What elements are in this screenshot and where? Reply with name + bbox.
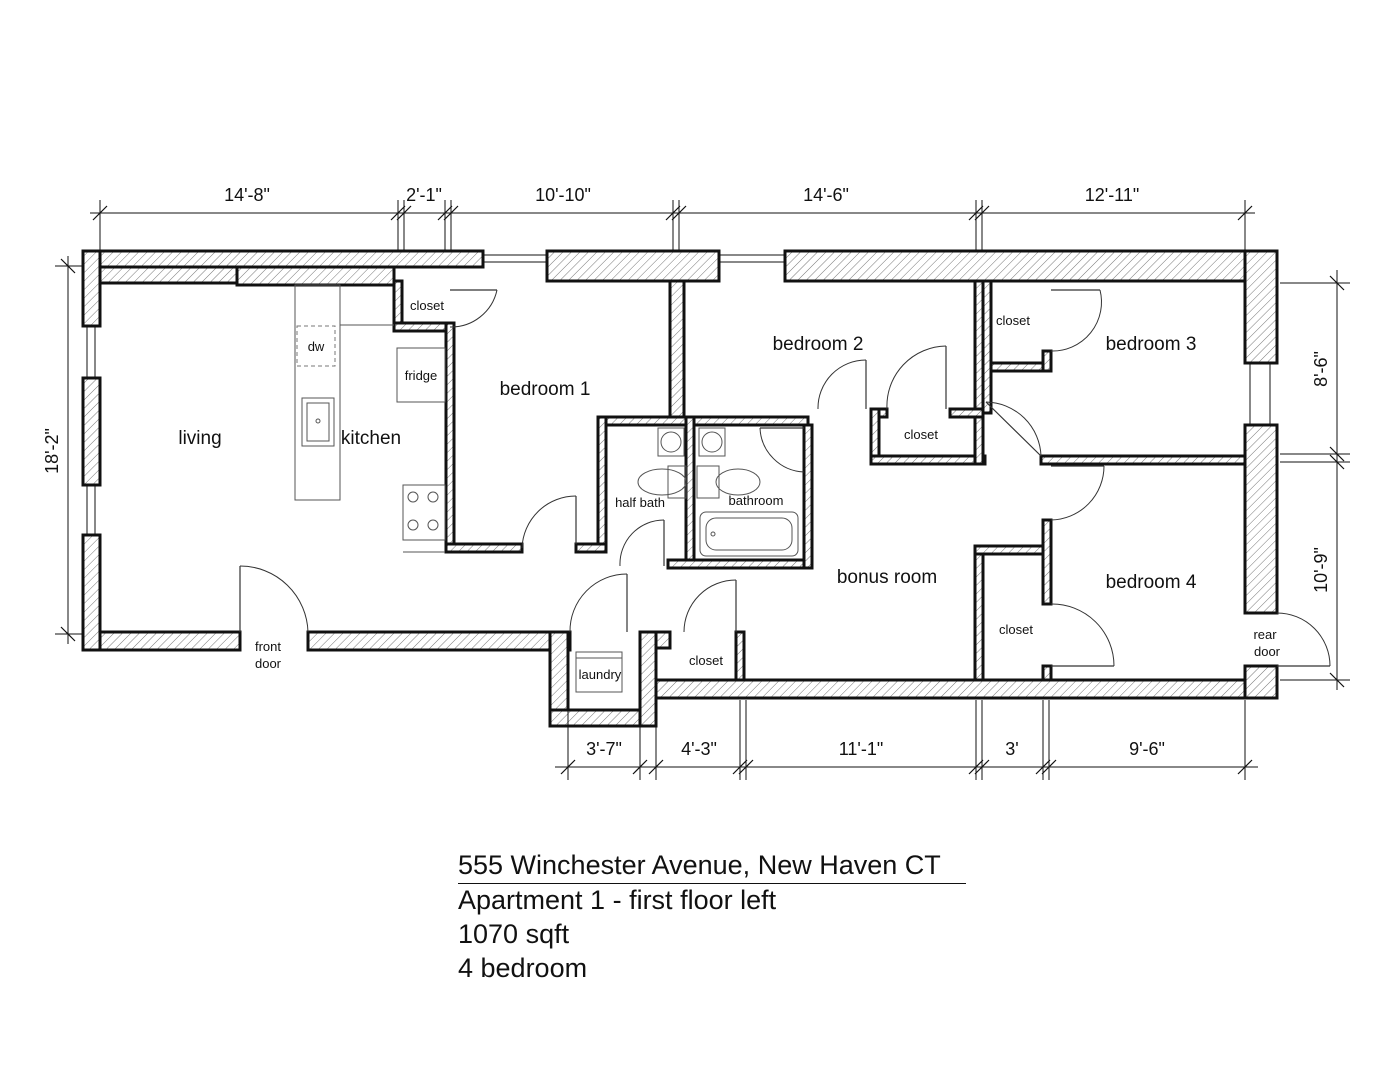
dim-left: 18'-2" bbox=[42, 428, 62, 474]
label-kitchen: kitchen bbox=[341, 428, 401, 449]
label-rear-door-1: rear bbox=[1253, 627, 1277, 642]
wall-left-top bbox=[81, 249, 102, 328]
caption-unit: Apartment 1 - first floor left bbox=[458, 885, 777, 915]
wall-top-right bbox=[783, 249, 1279, 283]
label-bonus-room: bonus room bbox=[837, 567, 937, 588]
label-closet-2: closet bbox=[996, 313, 1030, 328]
caption-area: 1070 sqft bbox=[458, 919, 570, 949]
dim-top-1: 14'-8" bbox=[224, 185, 270, 205]
dim-right-2: 10'-9" bbox=[1311, 547, 1331, 593]
wall-closet5-top bbox=[654, 630, 672, 650]
kitchen-sink bbox=[301, 397, 335, 447]
label-half-bath: half bath bbox=[615, 495, 665, 510]
dim-top-4: 14'-6" bbox=[803, 185, 849, 205]
wall-bottom-right bbox=[654, 678, 1279, 700]
label-fridge: fridge bbox=[405, 368, 438, 383]
interior-walls bbox=[392, 279, 1247, 682]
label-laundry: laundry bbox=[579, 667, 622, 682]
label-closet-4: closet bbox=[999, 622, 1033, 637]
dim-right-1: 8'-6" bbox=[1311, 351, 1331, 387]
dim-bottom-4: 3' bbox=[1005, 739, 1018, 759]
wall-left-bottom bbox=[81, 533, 102, 652]
wall-laundry-right bbox=[638, 630, 658, 728]
kitchen-counter bbox=[294, 284, 341, 501]
wall-bedroom3-4 bbox=[1039, 454, 1247, 466]
doors bbox=[239, 289, 1331, 667]
wall-left-mid bbox=[81, 376, 102, 487]
label-rear-door-2: door bbox=[1254, 644, 1281, 659]
wall-bedroom1-right bbox=[668, 279, 686, 419]
fridge bbox=[396, 347, 446, 403]
label-front-door-1: front bbox=[255, 639, 281, 654]
wall-right-bottom bbox=[1243, 664, 1279, 700]
wall-kitchen-top bbox=[235, 265, 396, 287]
wall-bottom-left bbox=[306, 630, 572, 652]
label-closet-5: closet bbox=[689, 653, 723, 668]
dim-top-3: 10'-10" bbox=[535, 185, 591, 205]
label-front-door-2: door bbox=[255, 656, 282, 671]
wall-top-mid bbox=[545, 249, 721, 283]
label-bedroom-3: bedroom 3 bbox=[1106, 334, 1197, 355]
wall-right-mid bbox=[1243, 423, 1279, 615]
wall-living-top bbox=[98, 265, 239, 285]
exterior-walls bbox=[81, 249, 1279, 728]
wall-right-top bbox=[1243, 249, 1279, 365]
wall-bottom-living bbox=[98, 630, 242, 652]
label-dw: dw bbox=[308, 339, 325, 354]
label-bedroom-4: bedroom 4 bbox=[1106, 572, 1197, 593]
windows bbox=[86, 254, 1271, 535]
laundry-machine bbox=[575, 651, 623, 693]
label-closet-3: closet bbox=[904, 427, 938, 442]
kitchen-fixtures bbox=[294, 284, 446, 553]
dim-top-5: 12'-11" bbox=[1085, 185, 1140, 205]
wall-top-left bbox=[81, 249, 485, 269]
dim-bottom-5: 9'-6" bbox=[1129, 739, 1165, 759]
label-closet-1: closet bbox=[410, 298, 444, 313]
label-living: living bbox=[178, 428, 221, 449]
dimension-lines bbox=[55, 200, 1350, 780]
label-bedroom-1: bedroom 1 bbox=[500, 379, 591, 400]
label-bedroom-2: bedroom 2 bbox=[773, 334, 864, 355]
floor-plan: 14'-8" 2'-1" 10'-10" 14'-6" 12'-11" 3'-7… bbox=[42, 185, 1350, 780]
dim-top-2: 2'-1" bbox=[406, 185, 442, 205]
bathtub bbox=[699, 511, 799, 557]
bath-fixtures bbox=[637, 427, 799, 557]
dim-bottom-2: 4'-3" bbox=[681, 739, 717, 759]
dim-bottom-3: 11'-1" bbox=[839, 739, 884, 759]
label-bathroom: bathroom bbox=[729, 493, 784, 508]
caption-address: 555 Winchester Avenue, New Haven CT bbox=[458, 850, 966, 884]
caption-bedrooms: 4 bedroom bbox=[458, 953, 588, 983]
dim-bottom-1: 3'-7" bbox=[586, 739, 622, 759]
dishwasher bbox=[296, 325, 336, 367]
